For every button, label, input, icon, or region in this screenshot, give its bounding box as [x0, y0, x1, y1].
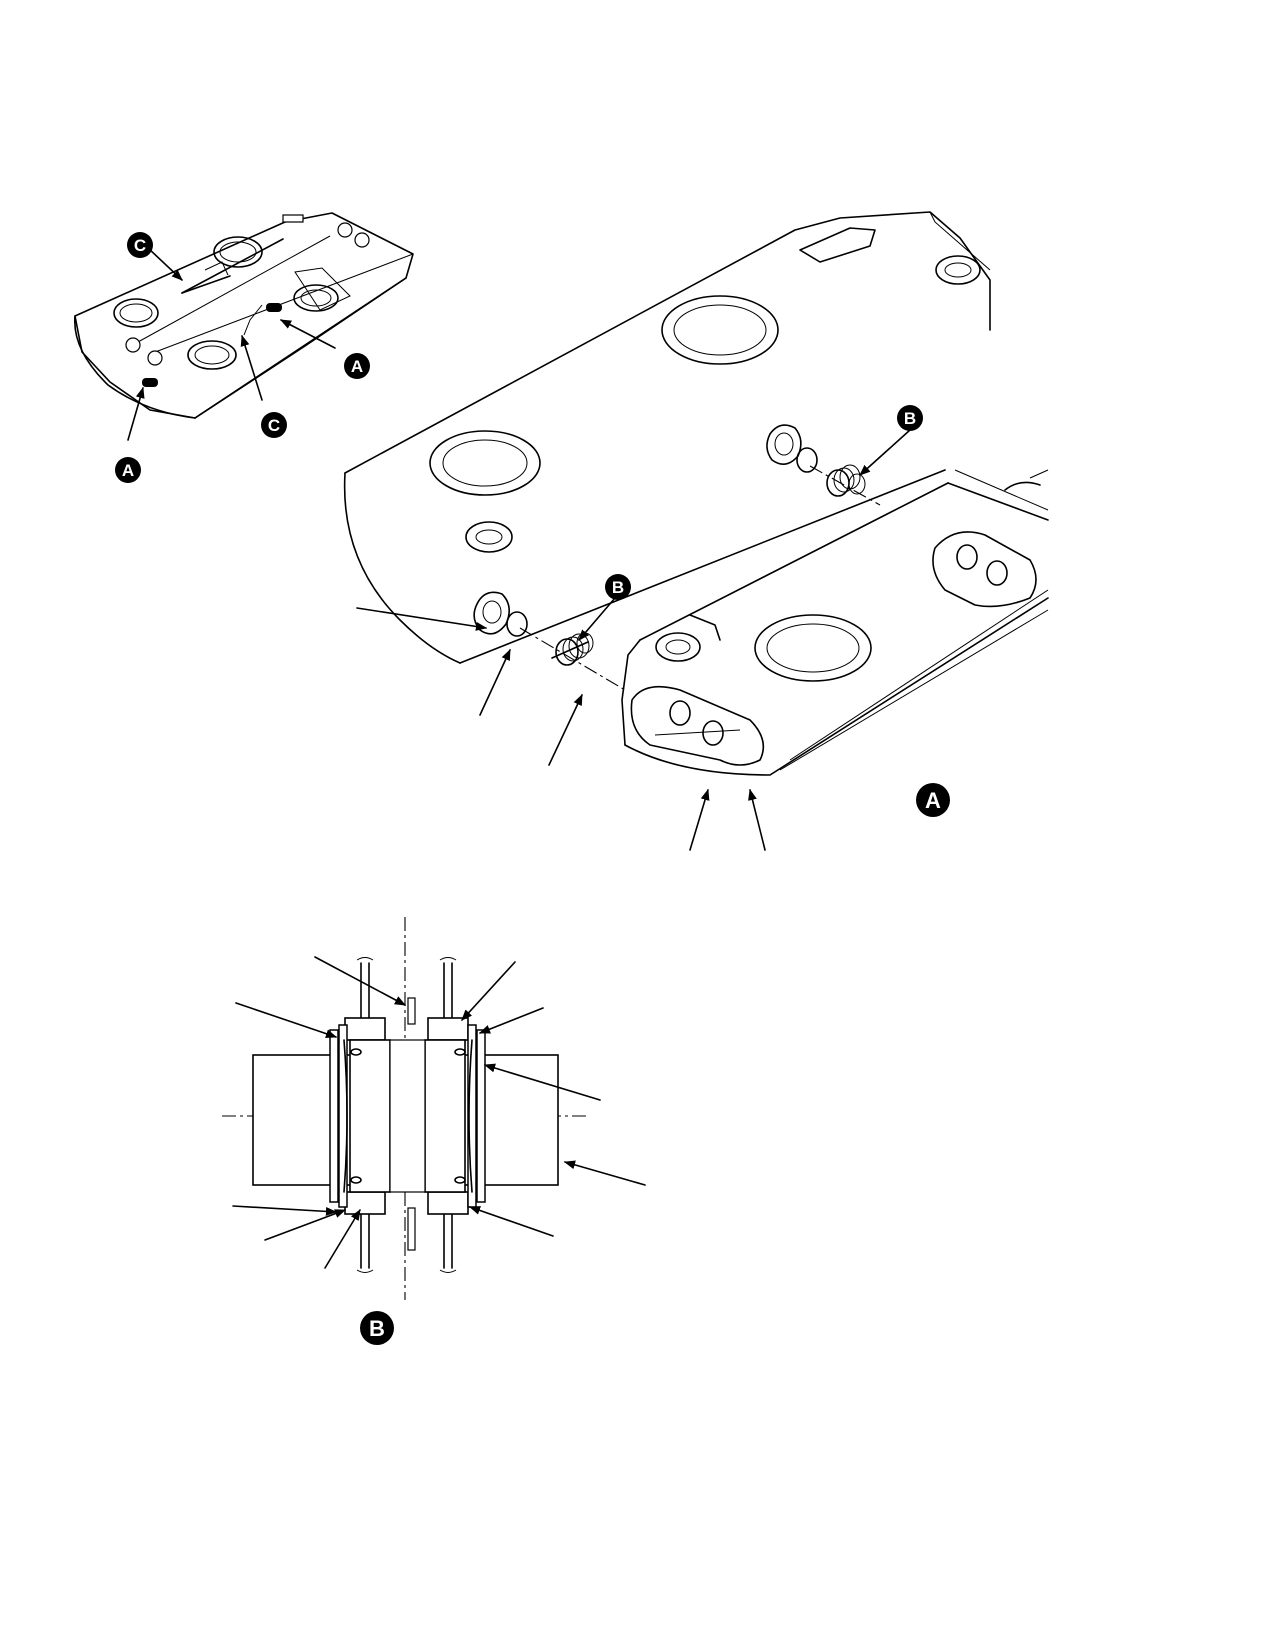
callout-overview-a-left: A	[115, 457, 141, 483]
callout-overview-c-top: C	[127, 232, 153, 258]
svg-text:A: A	[925, 788, 941, 813]
svg-text:A: A	[122, 461, 134, 480]
svg-text:A: A	[351, 357, 363, 376]
overview-tank-drawing	[73, 212, 414, 419]
callout-detail-b-upper: B	[897, 405, 923, 431]
callout-detail-b-lower: B	[605, 574, 631, 600]
svg-text:B: B	[904, 409, 916, 428]
svg-text:C: C	[134, 236, 146, 255]
svg-text:B: B	[369, 1316, 385, 1341]
view-label-a: A	[916, 783, 950, 817]
detail-b-section-drawing	[222, 917, 590, 1300]
detail-a-tank-drawing	[343, 211, 1049, 776]
svg-text:B: B	[612, 578, 624, 597]
svg-text:C: C	[268, 416, 280, 435]
callout-overview-c-bottom: C	[261, 412, 287, 438]
callout-overview-a-right: A	[344, 353, 370, 379]
view-label-b: B	[360, 1311, 394, 1345]
